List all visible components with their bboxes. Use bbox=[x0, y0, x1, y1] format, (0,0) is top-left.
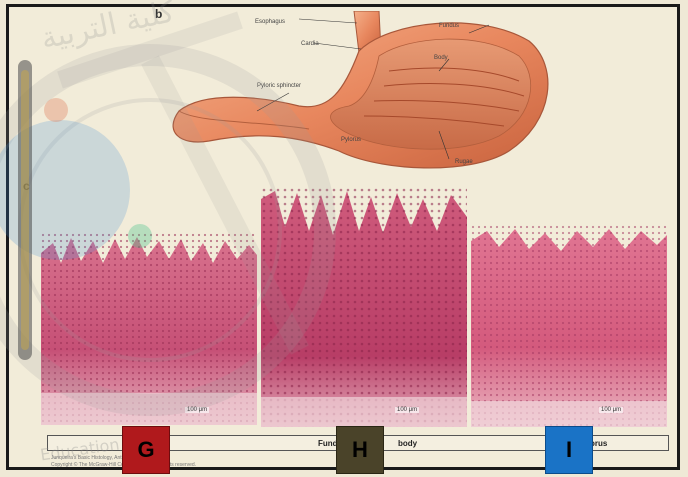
badge-i: I bbox=[545, 426, 593, 474]
label-esophagus: Esophagus bbox=[255, 19, 285, 25]
panel-letter-c: c bbox=[23, 179, 30, 193]
badge-h-letter: H bbox=[352, 437, 368, 463]
badge-g: G bbox=[122, 426, 170, 474]
scale-bar-pylorus: 100 μm bbox=[599, 407, 623, 413]
label-pyloric-sphincter: Pyloric sphincter bbox=[257, 83, 301, 89]
figure-frame: b Esoph bbox=[6, 4, 680, 470]
label-rugae: Rugae bbox=[455, 159, 473, 165]
label-cardia: Cardia bbox=[301, 41, 319, 47]
scale-bar-body: 100 μm bbox=[395, 407, 419, 413]
label-pylorus: Pylorus bbox=[341, 137, 361, 143]
badge-i-letter: I bbox=[566, 437, 572, 463]
badge-h: H bbox=[336, 426, 384, 474]
stomach-illustration bbox=[149, 11, 569, 181]
micrograph-body bbox=[261, 187, 467, 427]
scale-bar-fundus: 100 μm bbox=[185, 407, 209, 413]
label-fundus: Fundus bbox=[439, 23, 459, 29]
label-body: Body bbox=[434, 55, 448, 61]
caption-body: body bbox=[398, 439, 417, 448]
badge-g-letter: G bbox=[137, 437, 154, 463]
micrograph-pylorus bbox=[471, 225, 667, 427]
micrograph-fundus bbox=[41, 233, 257, 425]
